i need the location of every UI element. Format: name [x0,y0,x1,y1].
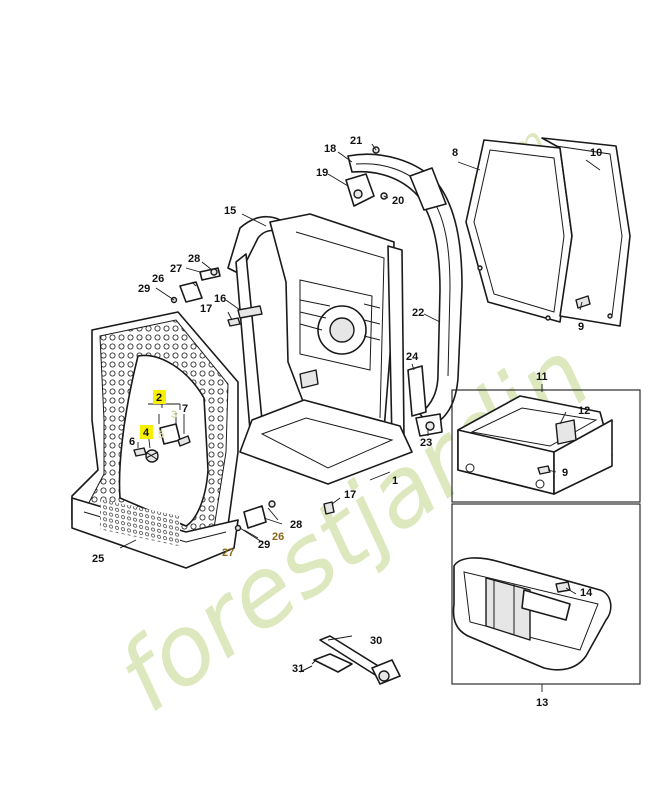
callout-31: 31 [292,663,304,675]
box-assembly-frame [451,389,641,503]
callout-22: 22 [412,307,424,319]
callout-5: 5 [158,429,164,441]
strap-clip [345,146,388,207]
box-assembly [457,395,613,495]
callout-25: 25 [92,553,104,565]
callout-29-lower: 29 [258,539,270,551]
callout-12: 12 [578,405,590,417]
callout-26-upper: 26 [152,273,164,285]
callout-28-lower: 28 [290,519,302,531]
callout-8: 8 [452,147,458,159]
lower-tank [452,557,612,671]
hardware [133,267,335,532]
callout-2: 2 [156,392,162,404]
back-cushion-10 [541,137,631,327]
callout-15: 15 [224,205,236,217]
tool-kit [299,635,401,685]
callout-24: 24 [406,351,419,363]
callout-20: 20 [392,195,404,207]
back-pad-mesh [71,311,239,569]
callout-19: 19 [316,167,328,179]
callout-16: 16 [214,293,226,305]
callout-7: 7 [182,403,188,415]
callout-9-lower: 9 [562,467,568,479]
callout-17-lower: 17 [344,489,356,501]
harness-strap [347,153,463,437]
callout-18: 18 [324,143,336,155]
callout-28-upper: 28 [188,253,200,265]
callout-23: 23 [420,437,432,449]
back-cushion-8 [465,139,573,323]
main-frame [227,213,413,485]
callout-30: 30 [370,635,382,647]
callout-21: 21 [350,135,362,147]
callout-17-upper: 17 [200,303,212,315]
callout-10: 10 [590,147,602,159]
callout-4: 4 [143,427,150,439]
callout-27-upper: 27 [170,263,182,275]
callout-13: 13 [536,697,548,709]
callout-14: 14 [580,587,593,599]
highlight-callout-2 [153,390,166,404]
callout-26-lower: 26 [272,531,284,543]
callout-labels: 1 2 3 4 5 6 7 8 9 9 10 11 12 13 14 15 16… [92,135,602,709]
callout-27-lower: 27 [222,547,234,559]
callout-1: 1 [392,475,398,487]
callout-9-upper: 9 [578,321,584,333]
highlight-callout-4 [140,425,153,439]
callout-3: 3 [171,409,177,421]
callout-6: 6 [129,436,135,448]
tank-assembly-frame [451,503,641,685]
callout-29-upper: 29 [138,283,150,295]
callout-11: 11 [536,371,548,383]
